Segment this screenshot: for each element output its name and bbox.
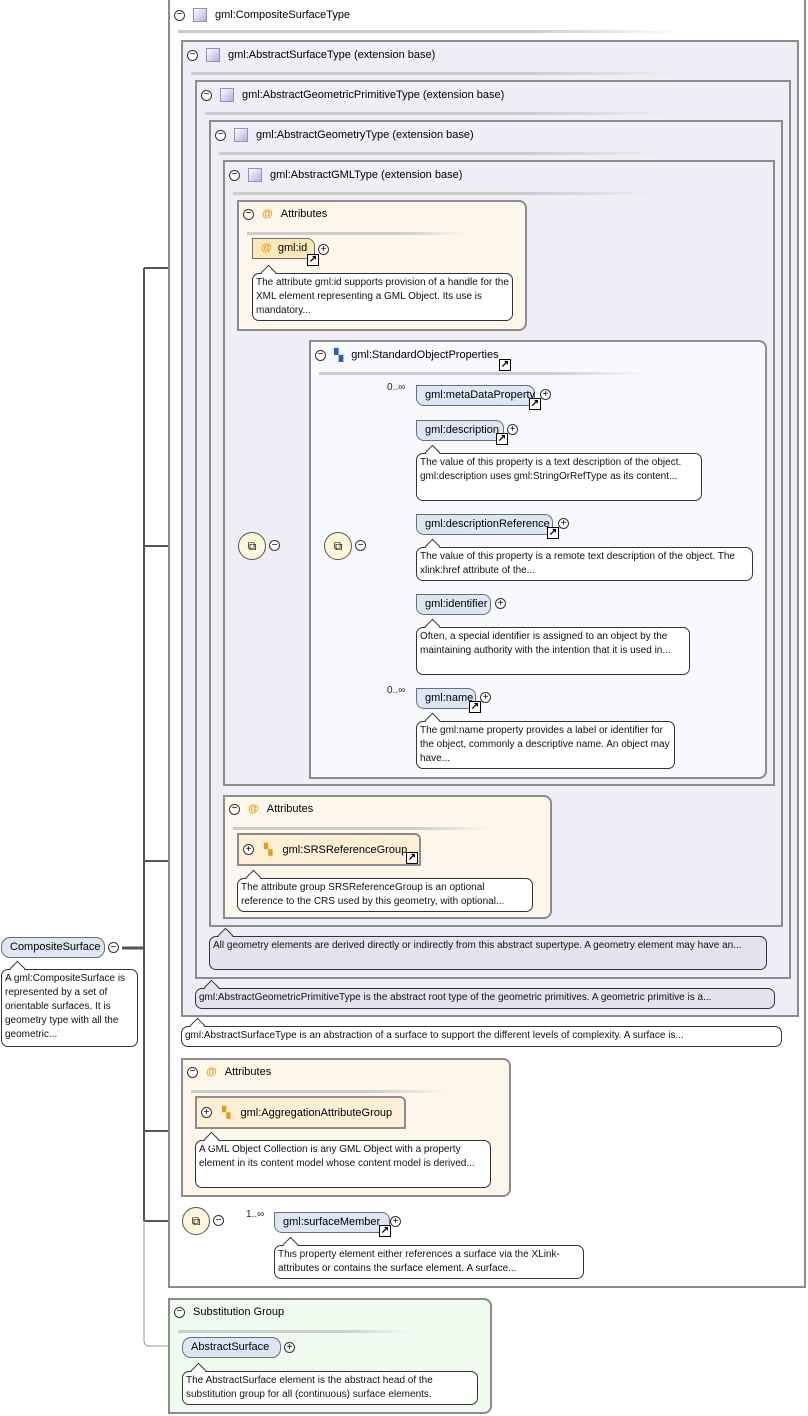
group-icon: ▚ xyxy=(334,348,344,362)
collapse-icon[interactable]: − xyxy=(108,942,119,953)
collapse-icon[interactable]: − xyxy=(213,1215,224,1226)
root-description: A gml:CompositeSurface is represented by… xyxy=(1,969,138,1047)
attribute-gml-id[interactable]: @ gml:id xyxy=(252,238,315,259)
attribute-icon: @ xyxy=(262,208,273,220)
collapse-icon[interactable]: − xyxy=(269,540,280,551)
substitution-title: Substitution Group xyxy=(193,1306,285,1318)
link-icon[interactable]: ↗ xyxy=(547,527,559,539)
element-name: gml:identifier xyxy=(425,598,488,610)
type-name: gml:AbstractGeometryType (extension base… xyxy=(256,129,474,141)
element-description[interactable]: gml:description xyxy=(416,420,504,441)
sequence-icon[interactable]: ⧉ xyxy=(324,532,352,560)
collapse-icon[interactable]: − xyxy=(174,1306,185,1318)
collapse-icon[interactable]: − xyxy=(201,89,212,101)
geometry-type-description: All geometry elements are derived direct… xyxy=(209,936,767,970)
cardinality: 0..∞ xyxy=(387,382,406,393)
expand-icon[interactable]: + xyxy=(201,1107,212,1118)
element-name-elem[interactable]: gml:name xyxy=(416,688,476,709)
collapse-icon[interactable]: − xyxy=(243,208,254,220)
attribute-icon: @ xyxy=(261,242,272,254)
attribute-icon: @ xyxy=(206,1066,217,1078)
element-description-text: Often, a special identifier is assigned … xyxy=(416,627,690,675)
element-description-text: The value of this property is a remote t… xyxy=(416,547,753,581)
expand-icon[interactable]: + xyxy=(558,518,569,529)
aggregation-description: A GML Object Collection is any GML Objec… xyxy=(195,1140,491,1188)
sequence-icon[interactable]: ⧉ xyxy=(182,1207,210,1235)
element-name: gml:descriptionReference xyxy=(425,518,550,530)
element-surface-member[interactable]: gml:surfaceMember xyxy=(274,1212,390,1233)
link-icon[interactable]: ↗ xyxy=(499,359,511,371)
expand-icon[interactable]: + xyxy=(540,389,551,400)
attributes-label: Attributes xyxy=(224,1066,272,1078)
attribute-group-icon: ▚ xyxy=(222,1107,231,1119)
element-name: gml:surfaceMember xyxy=(283,1216,381,1228)
collapse-icon[interactable]: − xyxy=(229,803,240,815)
element-name: AbstractSurface xyxy=(191,1341,270,1353)
expand-icon[interactable]: + xyxy=(495,598,506,609)
element-description-text: The gml:name property provides a label o… xyxy=(416,721,675,769)
gml-id-description: The attribute gml:id supports provision … xyxy=(252,273,513,321)
complex-type-icon xyxy=(220,88,234,102)
link-icon[interactable]: ↗ xyxy=(379,1225,391,1237)
type-name: gml:AbstractGeometricPrimitiveType (exte… xyxy=(242,89,505,101)
link-icon[interactable]: ↗ xyxy=(307,254,319,266)
expand-icon[interactable]: + xyxy=(284,1342,295,1353)
cardinality: 0..∞ xyxy=(387,685,406,696)
sequence-icon[interactable]: ⧉ xyxy=(238,532,266,560)
attribute-group-icon: ▚ xyxy=(264,844,273,856)
attribute-group-name: gml:AggregationAttributeGroup xyxy=(240,1106,393,1119)
element-descriptionreference[interactable]: gml:descriptionReference xyxy=(416,514,553,535)
attributes-label: Attributes xyxy=(280,208,328,220)
element-name: CompositeSurface xyxy=(10,941,101,953)
attribute-icon: @ xyxy=(248,803,259,815)
collapse-icon[interactable]: − xyxy=(215,129,226,141)
complex-type-icon xyxy=(206,48,220,62)
expand-icon[interactable]: + xyxy=(390,1216,401,1227)
attributes-label: Attributes xyxy=(266,803,314,815)
element-name: gml:name xyxy=(425,692,474,704)
link-icon[interactable]: ↗ xyxy=(469,701,481,713)
complex-type-icon xyxy=(193,8,207,22)
abstract-surface-description: The AbstractSurface element is the abstr… xyxy=(182,1371,478,1405)
element-abstract-surface[interactable]: AbstractSurface xyxy=(182,1337,281,1358)
attribute-name: gml:id xyxy=(277,242,308,254)
surface-member-description: This property element either references … xyxy=(274,1245,584,1279)
collapse-icon[interactable]: − xyxy=(174,9,185,21)
expand-icon[interactable]: + xyxy=(318,244,329,255)
collapse-icon[interactable]: − xyxy=(187,49,198,61)
srs-description: The attribute group SRSReferenceGroup is… xyxy=(237,878,533,912)
attribute-group-srs[interactable]: + ▚ gml:SRSReferenceGroup xyxy=(237,833,421,866)
expand-icon[interactable]: + xyxy=(480,692,491,703)
collapse-icon[interactable]: − xyxy=(187,1066,198,1078)
collapse-icon[interactable]: − xyxy=(355,540,366,551)
expand-icon[interactable]: + xyxy=(507,424,518,435)
link-icon[interactable]: ↗ xyxy=(406,852,418,864)
primitive-type-description: gml:AbstractGeometricPrimitiveType is th… xyxy=(195,988,775,1009)
type-name: gml:AbstractSurfaceType (extension base) xyxy=(228,49,436,61)
link-icon[interactable]: ↗ xyxy=(529,398,541,410)
complex-type-icon xyxy=(234,128,248,142)
element-metadataproperty[interactable]: gml:metaDataProperty xyxy=(416,385,535,406)
type-name: gml:AbstractGMLType (extension base) xyxy=(270,169,463,181)
cardinality: 1..∞ xyxy=(246,1209,265,1220)
element-description-text: The value of this property is a text des… xyxy=(416,453,702,501)
complex-type-icon xyxy=(248,168,262,182)
link-icon[interactable]: ↗ xyxy=(496,433,508,445)
attribute-group-name: gml:SRSReferenceGroup xyxy=(282,843,408,856)
expand-icon[interactable]: + xyxy=(243,844,254,855)
type-name: gml:CompositeSurfaceType xyxy=(215,9,351,21)
element-name: gml:metaDataProperty xyxy=(425,389,536,401)
element-identifier[interactable]: gml:identifier xyxy=(416,594,491,615)
attribute-group-aggregation[interactable]: + ▚ gml:AggregationAttributeGroup xyxy=(195,1096,406,1129)
root-element-composite-surface[interactable]: CompositeSurface xyxy=(1,937,105,958)
surface-type-description: gml:AbstractSurfaceType is an abstractio… xyxy=(181,1026,782,1047)
group-name: gml:StandardObjectProperties xyxy=(351,349,499,361)
collapse-icon[interactable]: − xyxy=(315,349,326,361)
collapse-icon[interactable]: − xyxy=(229,169,240,181)
element-name: gml:description xyxy=(425,424,499,436)
